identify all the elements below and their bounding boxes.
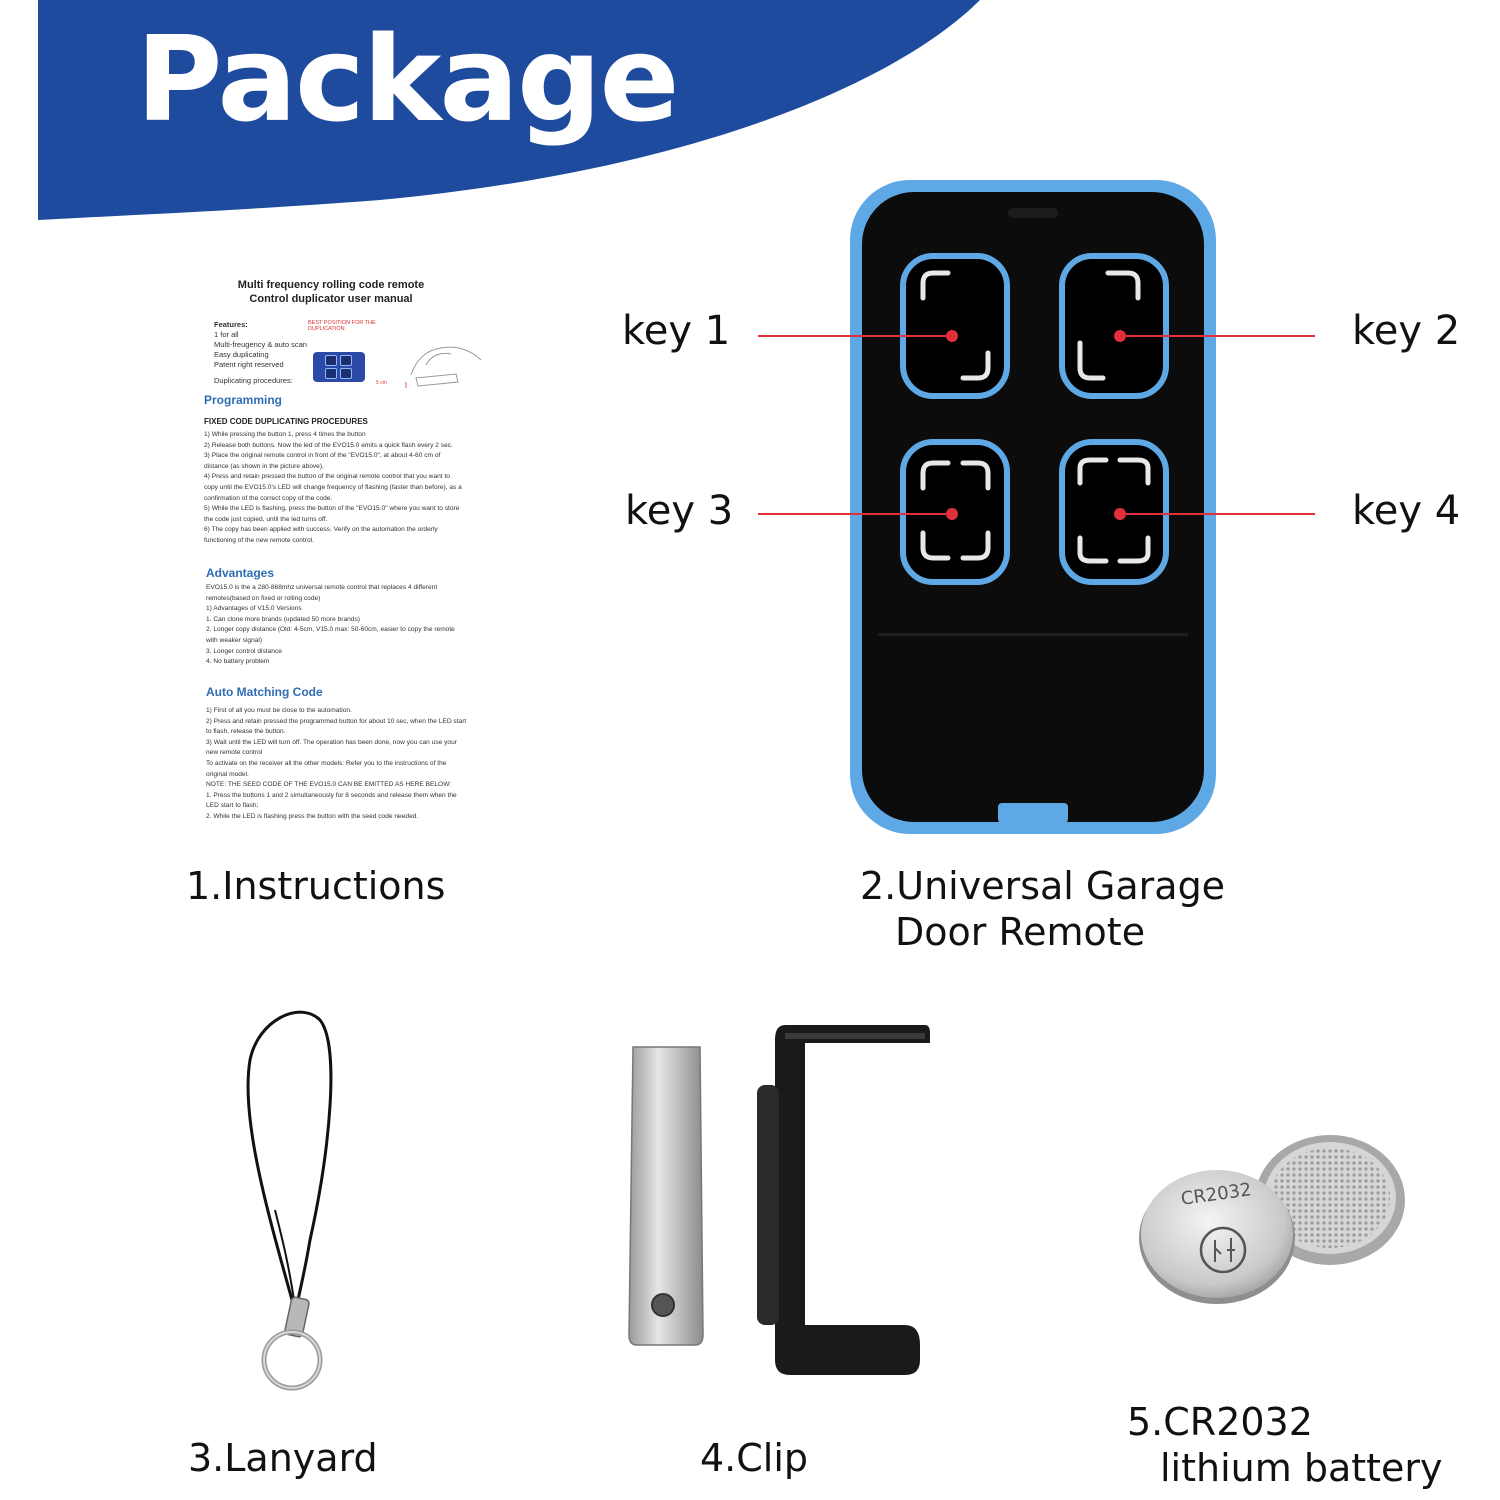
best-position-note: BEST POSITION FOR THE DUPLICATION	[308, 320, 376, 332]
fixed-code-heading: FIXED CODE DUPLICATING PROCEDURES	[204, 417, 368, 426]
key-2-pointer	[1120, 335, 1315, 337]
instruction-manual: Multi frequency rolling code remote Cont…	[196, 270, 536, 830]
key-3-pointer	[758, 513, 953, 515]
page-title: Package	[136, 10, 679, 148]
advantages-text: EVO15.0 is the a 280-868mhz universal re…	[206, 584, 455, 666]
caption-battery-line2: lithium battery	[1160, 1446, 1443, 1490]
clip-image	[628, 1025, 930, 1375]
duplicating-label: Duplicating procedures:	[214, 376, 293, 385]
distance-label: 5 cm	[376, 380, 387, 386]
battery-image: CR2032	[1139, 1135, 1405, 1304]
remote-control-image	[850, 180, 1216, 834]
key-2-label: key 2	[1352, 308, 1461, 354]
caption-battery-line1: 5.CR2032	[1127, 1400, 1313, 1444]
key-1-dot	[946, 330, 958, 342]
key-3-label: key 3	[625, 488, 734, 534]
caption-clip: 4.Clip	[700, 1436, 809, 1480]
lanyard-image	[246, 1010, 333, 1391]
manual-features: Features: 1 for all Multi-freugency & au…	[214, 320, 307, 369]
programming-text: 1) While pressing the button 1, press 4 …	[204, 431, 462, 544]
header-banner	[38, 0, 980, 220]
key-3-dot	[946, 508, 958, 520]
mini-remote-illustration	[313, 352, 365, 382]
caption-remote-line2: Door Remote	[895, 910, 1146, 954]
remote-button-1	[900, 253, 1010, 399]
auto-matching-text: 1) First of all you must be close to the…	[206, 707, 467, 820]
key-4-dot	[1114, 508, 1126, 520]
caption-instructions: 1.Instructions	[186, 864, 446, 908]
programming-heading: Programming	[204, 393, 283, 407]
key-4-pointer	[1120, 513, 1315, 515]
remote-button-2	[1059, 253, 1169, 399]
key-1-pointer	[758, 335, 953, 337]
key-1-label: key 1	[622, 308, 731, 354]
caption-lanyard: 3.Lanyard	[188, 1436, 378, 1480]
auto-matching-heading: Auto Matching Code	[206, 685, 323, 699]
advantages-heading: Advantages	[206, 566, 275, 580]
key-2-dot	[1114, 330, 1126, 342]
hand-illustration	[405, 346, 482, 388]
manual-title: Multi frequency rolling code remote Cont…	[237, 279, 425, 305]
key-4-label: key 4	[1352, 488, 1461, 534]
caption-remote-line1: 2.Universal Garage	[860, 864, 1226, 908]
